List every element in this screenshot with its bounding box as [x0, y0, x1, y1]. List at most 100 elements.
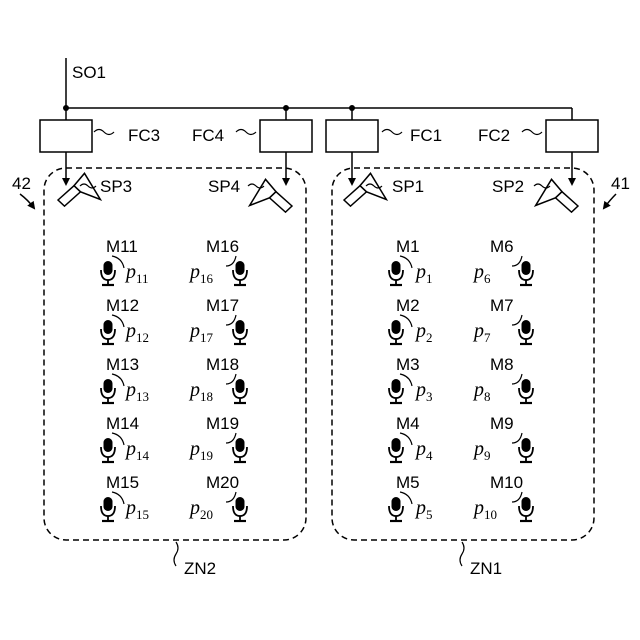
point-label: p3	[414, 379, 433, 404]
filter-fc2: FC2	[478, 120, 598, 152]
speaker-icon	[53, 171, 101, 213]
microphone-label: M9	[490, 414, 514, 433]
zone-ref-label: 41	[611, 174, 630, 193]
microphone-label: M17	[206, 296, 239, 315]
filter-fc3: FC3	[40, 120, 160, 152]
microphone-label: M19	[206, 414, 239, 433]
microphone-label: M4	[396, 414, 420, 433]
microphone-entry: M15p15	[101, 473, 149, 522]
label-leader	[512, 492, 522, 502]
microphone-icon	[101, 497, 115, 521]
microphone-label: M1	[396, 237, 420, 256]
microphone-entry: M19p19	[188, 414, 247, 463]
zone-zn1-label: ZN1	[460, 542, 502, 578]
microphone-label: M11	[106, 237, 138, 256]
microphone-entry: M16p16	[188, 237, 247, 286]
microphone-icon	[389, 438, 403, 462]
speaker-icon	[536, 177, 584, 219]
label-leader	[226, 256, 236, 266]
microphone-entry: M4p4	[389, 414, 433, 463]
microphone-label: M12	[106, 296, 139, 315]
speaker-label: SP2	[492, 177, 524, 196]
microphone-label: M14	[106, 414, 139, 433]
label-leader	[400, 315, 412, 327]
label-leader	[400, 433, 412, 445]
microphone-entry: M8p8	[472, 355, 533, 404]
label-leader	[112, 492, 124, 504]
speaker-label: SP3	[100, 177, 132, 196]
microphone-icon	[519, 438, 533, 462]
microphone-icon	[389, 379, 403, 403]
microphone-label: M6	[490, 237, 514, 256]
point-label: p13	[124, 379, 149, 404]
label-leader	[512, 374, 522, 384]
label-leader	[400, 492, 412, 504]
microphone-icon	[233, 261, 247, 285]
point-label: p4	[414, 438, 433, 463]
speaker-sp2: SP2	[492, 177, 583, 219]
signal-label: SO1	[72, 63, 106, 82]
microphone-icon	[233, 438, 247, 462]
zone-zn2-label: ZN2	[174, 542, 216, 578]
microphone-entry: M14p14	[101, 414, 150, 463]
point-label: p7	[472, 320, 491, 345]
microphone-icon	[233, 320, 247, 344]
filter-fc4: FC4	[192, 120, 312, 152]
microphone-entry: M9p9	[472, 414, 533, 463]
point-label: p1	[414, 261, 433, 286]
microphone-label: M3	[396, 355, 420, 374]
microphone-label: M7	[490, 296, 514, 315]
point-label: p10	[472, 497, 497, 522]
point-label: p19	[188, 438, 213, 463]
microphone-entry: M6p6	[472, 237, 533, 286]
microphone-label: M20	[206, 473, 239, 492]
microphone-icon	[519, 379, 533, 403]
signal-source: SO1	[63, 58, 106, 111]
filter-fc1: FC1	[326, 120, 442, 152]
label-leader	[400, 256, 412, 268]
microphone-label: M16	[206, 237, 239, 256]
zone-zn1-boundary	[332, 168, 594, 540]
microphone-icon	[519, 320, 533, 344]
filter-label: FC1	[410, 126, 442, 145]
point-label: p14	[124, 438, 150, 463]
zone-ref-42: 42	[12, 174, 34, 208]
filter-label: FC2	[478, 126, 510, 145]
point-label: p8	[472, 379, 491, 404]
label-leader	[112, 256, 124, 268]
point-label: p2	[414, 320, 433, 345]
microphone-icon	[233, 379, 247, 403]
microphone-icon	[389, 497, 403, 521]
microphone-entry: M17p17	[188, 296, 247, 345]
zone-label: ZN1	[470, 559, 502, 578]
speaker-label: SP4	[208, 177, 240, 196]
microphone-entry: M3p3	[389, 355, 433, 404]
microphone-icon	[101, 379, 115, 403]
label-leader	[112, 433, 124, 445]
point-label: p11	[124, 261, 149, 286]
point-label: p6	[472, 261, 491, 286]
point-label: p9	[472, 438, 491, 463]
point-label: p17	[188, 320, 214, 345]
label-leader	[226, 315, 236, 325]
point-label: p12	[124, 320, 149, 345]
microphone-array: M11p11M12p12M13p13M14p14M15p15M16p16M17p…	[101, 237, 533, 522]
point-label: p16	[188, 261, 214, 286]
speaker-icon	[250, 177, 298, 219]
microphone-label: M13	[106, 355, 139, 374]
zone-ref-41: 41	[604, 174, 630, 208]
microphone-icon	[101, 261, 115, 285]
filter-label: FC4	[192, 126, 224, 145]
zone-ref-label: 42	[12, 174, 31, 193]
microphone-entry: M10p10	[472, 473, 533, 522]
microphone-label: M2	[396, 296, 420, 315]
label-leader	[226, 492, 236, 502]
zone-zn2-boundary	[44, 168, 306, 540]
label-leader	[512, 433, 522, 443]
label-leader	[112, 374, 124, 386]
microphone-label: M10	[490, 473, 523, 492]
distribution-bus	[66, 105, 572, 120]
microphone-icon	[101, 438, 115, 462]
microphone-icon	[233, 497, 247, 521]
